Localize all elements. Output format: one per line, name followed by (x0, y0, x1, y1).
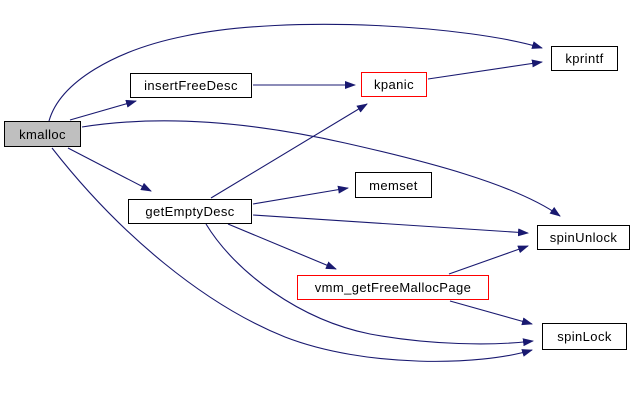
edge-kmalloc-spinLock (51, 147, 533, 362)
edge-kpanic-kprintf (427, 59, 543, 80)
edge-getEmptyDesc-spinUnlock (252, 214, 529, 237)
edge-kmalloc-spinUnlock (81, 120, 561, 217)
node-vmm_getFreeMallocPage[interactable]: vmm_getFreeMallocPage (297, 275, 489, 300)
node-getEmptyDesc[interactable]: getEmptyDesc (128, 199, 252, 224)
edge-kmalloc-insertFreeDesc (69, 99, 137, 121)
edge-getEmptyDesc-memset (252, 185, 349, 205)
edge-getEmptyDesc-spinLock (205, 223, 534, 347)
node-kmalloc: kmalloc (4, 121, 81, 147)
node-kpanic[interactable]: kpanic (361, 72, 427, 97)
node-spinUnlock[interactable]: spinUnlock (537, 225, 630, 250)
edge-kmalloc-getEmptyDesc (67, 147, 152, 192)
edge-getEmptyDesc-vmm_getFreeMallocPage (227, 223, 337, 270)
node-kprintf[interactable]: kprintf (551, 46, 618, 71)
node-memset[interactable]: memset (355, 172, 432, 198)
edge-kmalloc-kprintf (48, 23, 543, 122)
node-insertFreeDesc[interactable]: insertFreeDesc (130, 73, 252, 98)
edge-vmm_getFreeMallocPage-spinUnlock (448, 245, 529, 275)
node-spinLock[interactable]: spinLock (542, 323, 627, 350)
edge-vmm_getFreeMallocPage-spinLock (449, 300, 533, 326)
edge-getEmptyDesc-kpanic (210, 103, 368, 199)
